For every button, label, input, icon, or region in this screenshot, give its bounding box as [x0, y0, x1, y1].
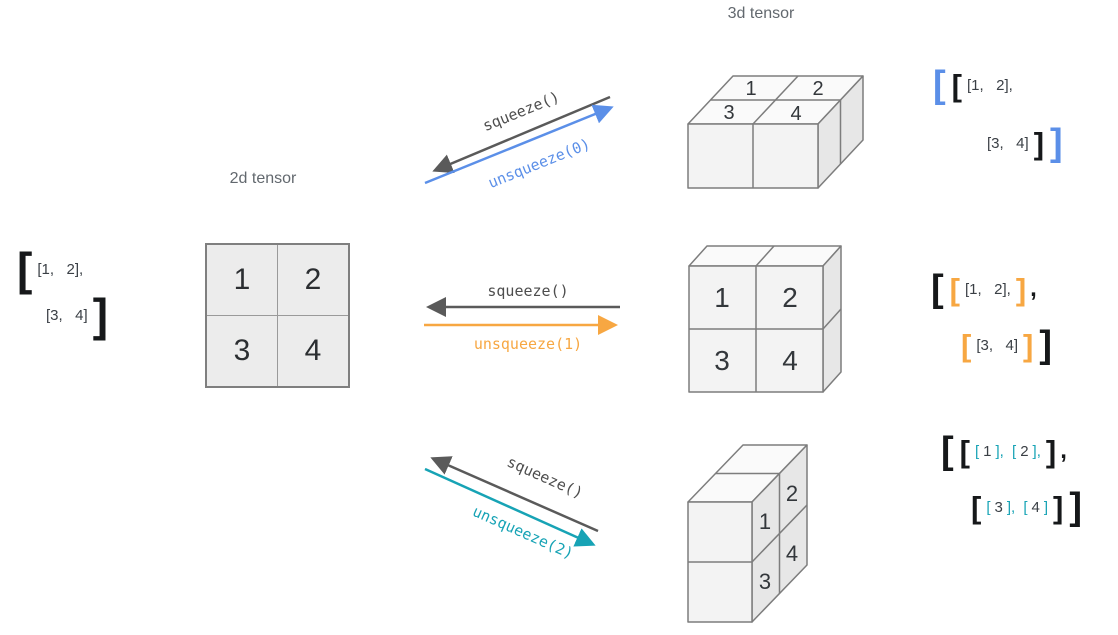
notation-token: [: [1023, 498, 1028, 516]
squeeze-arrow: [430, 456, 599, 533]
notation-token: [1, 2],: [964, 280, 1011, 298]
notation-token: 3: [994, 498, 1003, 516]
notation-token: [: [941, 430, 954, 472]
notation-token: 2: [1020, 442, 1029, 460]
notation-token: ]: [1069, 486, 1083, 528]
cube-3d-row1: 1 2 3 4: [687, 75, 864, 189]
notation-token: [: [931, 268, 944, 310]
cube-value: 1: [745, 78, 756, 100]
cube-value: 2: [782, 282, 798, 313]
notation-token: [: [974, 442, 980, 460]
notation-token: [: [951, 67, 962, 103]
notation-token: ]: [92, 289, 109, 341]
notation-token: ,: [1030, 275, 1037, 302]
notation-token: [3, 4]: [46, 306, 88, 324]
grid-cell: 4: [278, 316, 348, 386]
notation-token: ]: [1015, 271, 1027, 307]
notation-token: ]: [1043, 498, 1049, 516]
squeeze-arrow: [432, 95, 611, 174]
label-3d-tensor: 3d tensor: [727, 5, 795, 22]
notation-3d-row1-line1: [[[1, 2],: [930, 66, 1015, 104]
notation-token: 4: [1031, 498, 1040, 516]
grid-cell: 2: [278, 245, 348, 315]
unsqueeze1-label: unsqueeze(1): [474, 335, 582, 353]
cube-value: 3: [714, 345, 730, 376]
notation-token: [: [1012, 442, 1017, 460]
notation-token: ,: [1060, 437, 1067, 464]
notation-token: [: [961, 327, 972, 363]
label-2d-tensor: 2d tensor: [229, 170, 297, 187]
notation-token: [3, 4]: [976, 336, 1019, 354]
squeeze-label-row1: squeeze(): [480, 88, 562, 135]
notation-token: ],: [1032, 442, 1041, 460]
notation-3d-row2-line1: [[[1, 2],],: [928, 270, 1038, 308]
cube-value: 2: [812, 78, 823, 100]
cube-value: 4: [782, 345, 798, 376]
notation-token: [3, 4]: [987, 134, 1029, 152]
arrow-pair-row2: squeeze() unsqueeze(1): [424, 282, 620, 353]
cube-value: 4: [786, 541, 798, 566]
notation-token: ]: [1039, 324, 1053, 366]
arrow-pair-row1: squeeze() unsqueeze(0): [424, 88, 614, 192]
grid-cell: 1: [207, 245, 277, 315]
notation-token: [: [17, 243, 33, 295]
notation-token: ]: [1023, 327, 1034, 363]
cube-value: 1: [759, 509, 771, 534]
cube-value: 3: [723, 102, 734, 124]
notation-token: [: [959, 433, 970, 469]
notation-token: ]: [1033, 125, 1045, 161]
notation-token: ],: [995, 442, 1009, 460]
notation-token: [: [949, 271, 960, 307]
notation-token: [: [971, 489, 982, 525]
notation-3d-row3-line2: [[3], [4]]]: [968, 488, 1085, 526]
cube-3d-row3: 1 2 3 4: [687, 444, 808, 623]
notation-token: ]: [1045, 433, 1057, 469]
squeeze-label-row2: squeeze(): [487, 282, 568, 300]
notation-token: ],: [1006, 498, 1020, 516]
notation-token: [: [986, 498, 991, 516]
notation-3d-row2-line2: [[3, 4]]]: [958, 326, 1055, 364]
cube-value: 1: [714, 282, 730, 313]
notation-3d-row1-line2: [3, 4]]]: [985, 124, 1066, 162]
notation-3d-row3-line1: [[[1], [2],],: [938, 432, 1068, 470]
cube-3d-row2: 1 2 3 4: [688, 245, 842, 393]
notation-token: [1, 2],: [37, 260, 84, 278]
unsqueeze2-label: unsqueeze(2): [470, 502, 576, 563]
notation-token: [: [933, 64, 946, 106]
grid-cell: 3: [207, 316, 277, 386]
unsqueeze2-arrow: [424, 467, 596, 547]
tensor-2d-grid: 1 2 3 4: [205, 243, 350, 388]
notation-token: [1, 2],: [966, 76, 1013, 94]
cube-value: 4: [790, 103, 801, 125]
arrow-pair-row3: squeeze() unsqueeze(2): [424, 453, 599, 563]
cube-value: 2: [786, 481, 798, 506]
notation-token: ]: [1050, 122, 1063, 164]
notation-token: 1: [983, 442, 992, 460]
notation-token: ]: [1053, 489, 1064, 525]
unsqueeze0-arrow: [424, 104, 614, 185]
notation-2d-line1: [[1, 2],: [14, 246, 85, 292]
notation-2d-line2: [3, 4]]: [44, 292, 111, 338]
cube-value: 3: [759, 569, 771, 594]
